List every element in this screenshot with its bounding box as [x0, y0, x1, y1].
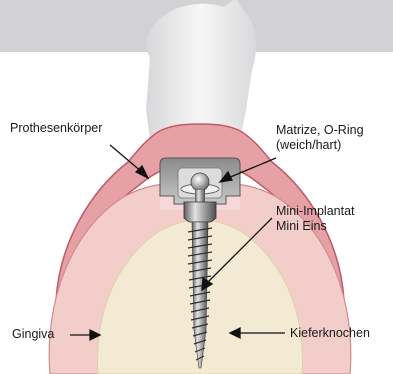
label-prothesenkoerper-text: Prothesenkörper: [10, 121, 102, 136]
label-prothesenkoerper: Prothesenkörper: [10, 121, 102, 136]
label-mini-implantat-line1: Mini-Implantat: [276, 204, 355, 219]
label-gingiva: Gingiva: [12, 327, 54, 342]
label-matrize: Matrize, O-Ring (weich/hart): [276, 123, 364, 153]
label-mini-implantat-line2: Mini Eins: [276, 219, 355, 234]
label-matrize-line2: (weich/hart): [276, 138, 364, 153]
implant-collar: [184, 202, 216, 222]
ball-head: [191, 173, 209, 191]
label-mini-implantat: Mini-Implantat Mini Eins: [276, 204, 355, 234]
tooth-crown: [146, 0, 256, 140]
label-matrize-line1: Matrize, O-Ring: [276, 123, 364, 138]
label-kieferknochen: Kieferknochen: [290, 326, 370, 341]
implant-neck: [195, 190, 205, 202]
label-kieferknochen-text: Kieferknochen: [290, 326, 370, 341]
label-gingiva-text: Gingiva: [12, 327, 54, 342]
